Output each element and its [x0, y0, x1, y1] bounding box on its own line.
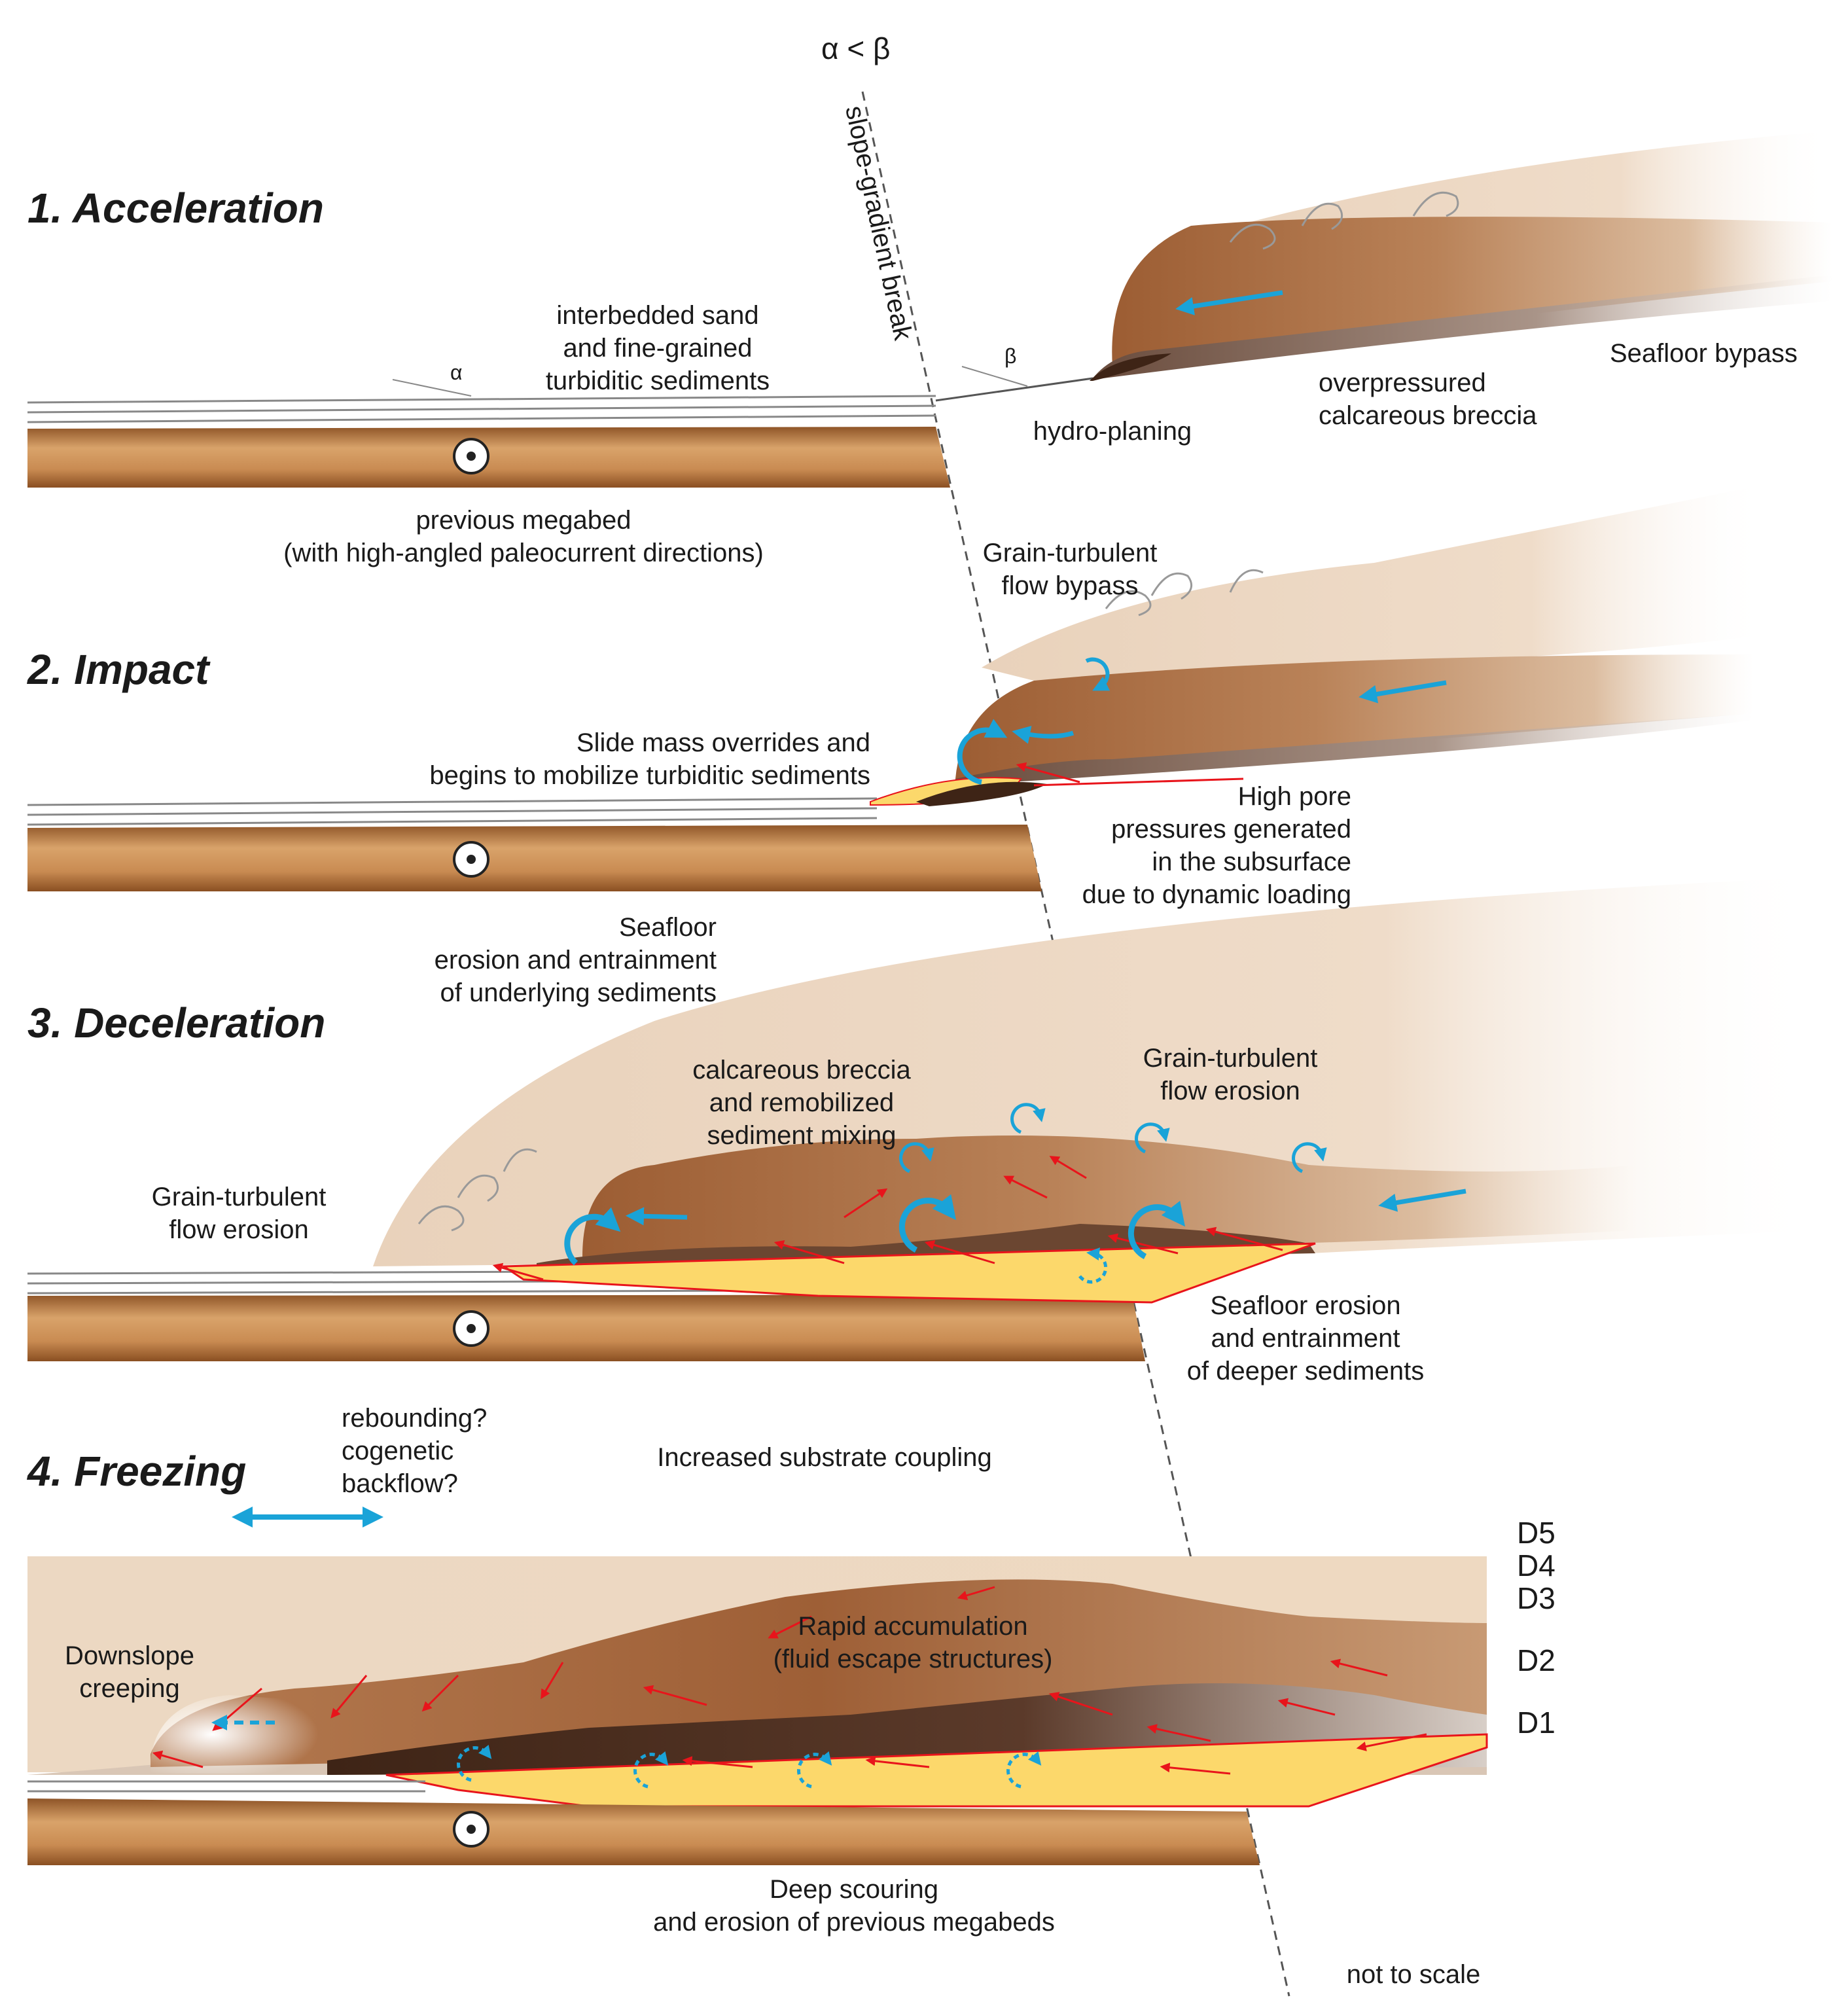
division-d2: D2 [1517, 1643, 1555, 1677]
high-pore-label-3: in the subsurface [1152, 848, 1351, 876]
breccia-mixing-3: sediment mixing [707, 1121, 896, 1150]
seafloor-bypass-label: Seafloor bypass [1610, 339, 1798, 368]
grain-erosion-left-1: Grain-turbulent [152, 1183, 327, 1211]
previous-megabed-label-1: previous megabed [416, 506, 631, 535]
previous-megabed-3 [27, 1295, 1145, 1361]
seafloor-erosion-top-1: Seafloor [619, 913, 717, 942]
stage3-graphic [27, 877, 1819, 1361]
overpressured-label-1: overpressured [1319, 368, 1486, 397]
alpha-beta-label: α < β [821, 31, 890, 65]
slide-mass-label-1: Slide mass overrides and [577, 728, 870, 757]
interbedded-label-1: interbedded sand [556, 301, 758, 330]
division-d5: D5 [1517, 1516, 1555, 1550]
beta-label: β [1004, 344, 1016, 368]
not-to-scale-label: not to scale [1347, 1960, 1481, 1989]
division-d1: D1 [1517, 1706, 1555, 1740]
grain-erosion-right-1: Grain-turbulent [1143, 1044, 1318, 1073]
grain-erosion-right-2: flow erosion [1160, 1077, 1300, 1105]
interbedded-label-3: turbiditic sediments [546, 366, 770, 395]
rebounding-label-3: backflow? [342, 1469, 458, 1498]
stage2-graphic [27, 484, 1767, 891]
seafloor-deeper-1: Seafloor erosion [1210, 1291, 1400, 1320]
division-d4: D4 [1517, 1548, 1555, 1582]
alpha-label: α [450, 361, 463, 384]
downslope-label-2: creeping [79, 1674, 179, 1703]
rapid-accumulation-1: Rapid accumulation [798, 1612, 1027, 1641]
interbedded-label-2: and fine-grained [563, 334, 752, 363]
high-pore-label-1: High pore [1238, 782, 1351, 811]
previous-megabed-label-2: (with high-angled paleocurrent direction… [283, 539, 764, 567]
seafloor-erosion-top-3: of underlying sediments [440, 978, 717, 1007]
grain-bypass-label-2: flow bypass [1002, 571, 1139, 600]
grain-bypass-label-1: Grain-turbulent [983, 539, 1158, 567]
breccia-mixing-2: and remobilized [709, 1088, 894, 1117]
stage-title-deceleration: 3. Deceleration [27, 999, 325, 1046]
stage-title-freezing: 4. Freezing [26, 1448, 246, 1495]
downslope-label-1: Downslope [65, 1641, 194, 1670]
rebounding-label-1: rebounding? [342, 1404, 487, 1433]
stage1-graphic [27, 131, 1832, 488]
substrate-coupling-label: Increased substrate coupling [657, 1443, 991, 1472]
slope-break-label: slope-gradient break [840, 103, 917, 344]
deep-scouring-label-1: Deep scouring [770, 1875, 938, 1904]
previous-megabed-2 [27, 825, 1042, 891]
stage-title-impact: 2. Impact [27, 646, 211, 693]
high-pore-label-2: pressures generated [1111, 815, 1351, 844]
stage-title-acceleration: 1. Acceleration [27, 185, 324, 232]
seafloor-deeper-2: and entrainment [1211, 1324, 1400, 1353]
deep-scouring-label-2: and erosion of previous megabeds [653, 1908, 1055, 1937]
overpressured-label-2: calcareous breccia [1319, 401, 1537, 430]
division-d3: D3 [1517, 1581, 1555, 1615]
high-pore-label-4: due to dynamic loading [1082, 880, 1351, 909]
slide-mass-label-2: begins to mobilize turbiditic sediments [429, 761, 870, 790]
rebounding-label-2: cogenetic [342, 1437, 453, 1465]
rapid-accumulation-2: (fluid escape structures) [773, 1645, 1053, 1673]
breccia-mixing-1: calcareous breccia [692, 1056, 911, 1084]
stage4-graphic [27, 1507, 1488, 1865]
grain-erosion-left-2: flow erosion [169, 1215, 308, 1244]
seafloor-deeper-3: of deeper sediments [1187, 1357, 1424, 1385]
seafloor-erosion-top-2: erosion and entrainment [435, 946, 717, 974]
previous-megabed-4 [27, 1798, 1260, 1865]
hydroplaning-label: hydro-planing [1033, 417, 1192, 446]
